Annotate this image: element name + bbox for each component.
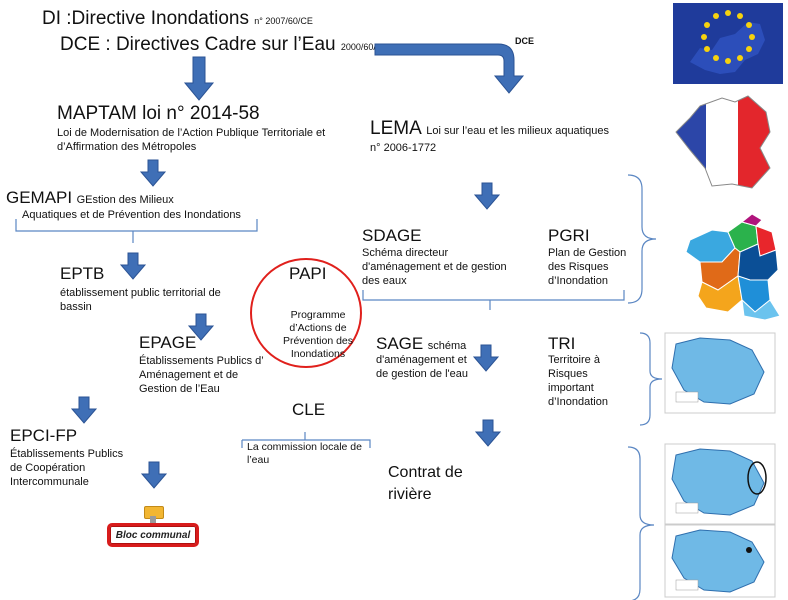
bloc-communal-label: Bloc communal xyxy=(115,529,191,541)
dce-ref: 2000/60/CE xyxy=(340,42,389,52)
basin-map-icon xyxy=(664,443,776,525)
gemapi-desc-1: GEstion des Milieux xyxy=(76,194,174,206)
lema-ref: n° 2006-1772 xyxy=(370,142,437,154)
sage-desc: d'aménagement et de gestion de l'eau xyxy=(376,354,469,380)
epage-desc: Établissements Publics d’ Aménagement et… xyxy=(139,355,264,395)
sage-heading: SAGE schéma xyxy=(376,334,466,354)
arrow-di-to-maptam xyxy=(183,56,215,101)
lema-desc: Loi sur l’eau et les milieux aquatiques xyxy=(426,125,610,137)
dce-heading: DCE : Directives Cadre sur l’Eau 2000/60… xyxy=(60,34,388,58)
maptam-title: MAPTAM loi n° 2014-58 xyxy=(57,103,260,124)
epci-desc: Établissements Publics de Coopération In… xyxy=(10,448,124,488)
sage-title: SAGE xyxy=(376,334,424,353)
eu-flag-map-icon xyxy=(673,3,783,84)
gemapi-heading: GEMAPI GEstion des Milieux xyxy=(6,188,174,208)
france-flag-map-icon xyxy=(675,95,771,189)
eptb-desc: établissement public territorial de bass… xyxy=(60,287,221,313)
basin-map-icon xyxy=(664,332,776,414)
di-heading: DI :Directive Inondations n° 2007/60/CE xyxy=(42,8,313,32)
di-label: DI :Directive Inondations xyxy=(42,8,249,29)
lema-title: LEMA xyxy=(370,118,422,139)
sdage-desc: Schéma directeur d'aménagement et de ges… xyxy=(362,247,507,287)
arrow-sdage-to-sage xyxy=(472,344,500,372)
arrow-gemapi-to-eptb xyxy=(119,252,147,280)
bracket-right-top xyxy=(627,174,657,304)
sign-pole-icon xyxy=(150,516,156,524)
contrat-title: Contrat de rivière xyxy=(388,464,463,503)
gemapi-desc: Aquatiques et de Prévention des Inondati… xyxy=(22,209,241,221)
arrow-maptam-to-gemapi xyxy=(139,159,167,187)
arrow-lema-to-sdage xyxy=(473,182,501,210)
arrow-eptb-to-epage xyxy=(187,313,215,341)
tri-title: TRI xyxy=(548,334,576,353)
france-regions-map-icon xyxy=(685,213,781,321)
sage-title-suffix: schéma xyxy=(427,340,467,352)
arrow-sage-to-contrat xyxy=(474,419,502,447)
bracket-right-contrat xyxy=(627,446,655,600)
tri-desc: Territoire à Risques important d’Inondat… xyxy=(548,354,608,408)
bracket-gemapi xyxy=(15,219,258,243)
bloc-communal-sign: Bloc communal xyxy=(107,523,199,547)
bracket-cle xyxy=(241,432,371,448)
basin-map-icon xyxy=(664,524,776,598)
arrow-epage-to-epci xyxy=(70,396,98,424)
arrow-dce-to-lema xyxy=(374,43,525,94)
dce-arrow-label: DCE xyxy=(515,36,535,46)
epage-title: EPAGE xyxy=(139,333,197,352)
cle-title: CLE xyxy=(292,400,326,419)
gemapi-title: GEMAPI xyxy=(6,188,73,207)
bracket-sdage-pgri xyxy=(362,290,625,310)
di-ref: n° 2007/60/CE xyxy=(254,16,313,26)
papi-desc: Programme d’Actions de Prévention des In… xyxy=(282,309,354,360)
epci-title: EPCI-FP xyxy=(10,426,78,445)
lema-heading: LEMA Loi sur l’eau et les milieux aquati… xyxy=(370,118,609,140)
dce-label: DCE : Directives Cadre sur l’Eau xyxy=(60,34,336,55)
pgri-title: PGRI xyxy=(548,226,590,245)
maptam-desc: Loi de Modernisation de l’Action Publiqu… xyxy=(57,127,326,153)
eptb-title: EPTB xyxy=(60,264,105,283)
papi-title: PAPI xyxy=(289,264,327,283)
bracket-right-tri xyxy=(639,332,663,426)
cle-desc: La commission locale de l’eau xyxy=(247,441,362,466)
sdage-title: SDAGE xyxy=(362,226,422,245)
pgri-desc: Plan de Gestion des Risques d’Inondation xyxy=(548,247,627,287)
papi-circle xyxy=(250,258,362,368)
arrow-epci-to-bloc xyxy=(140,461,168,489)
